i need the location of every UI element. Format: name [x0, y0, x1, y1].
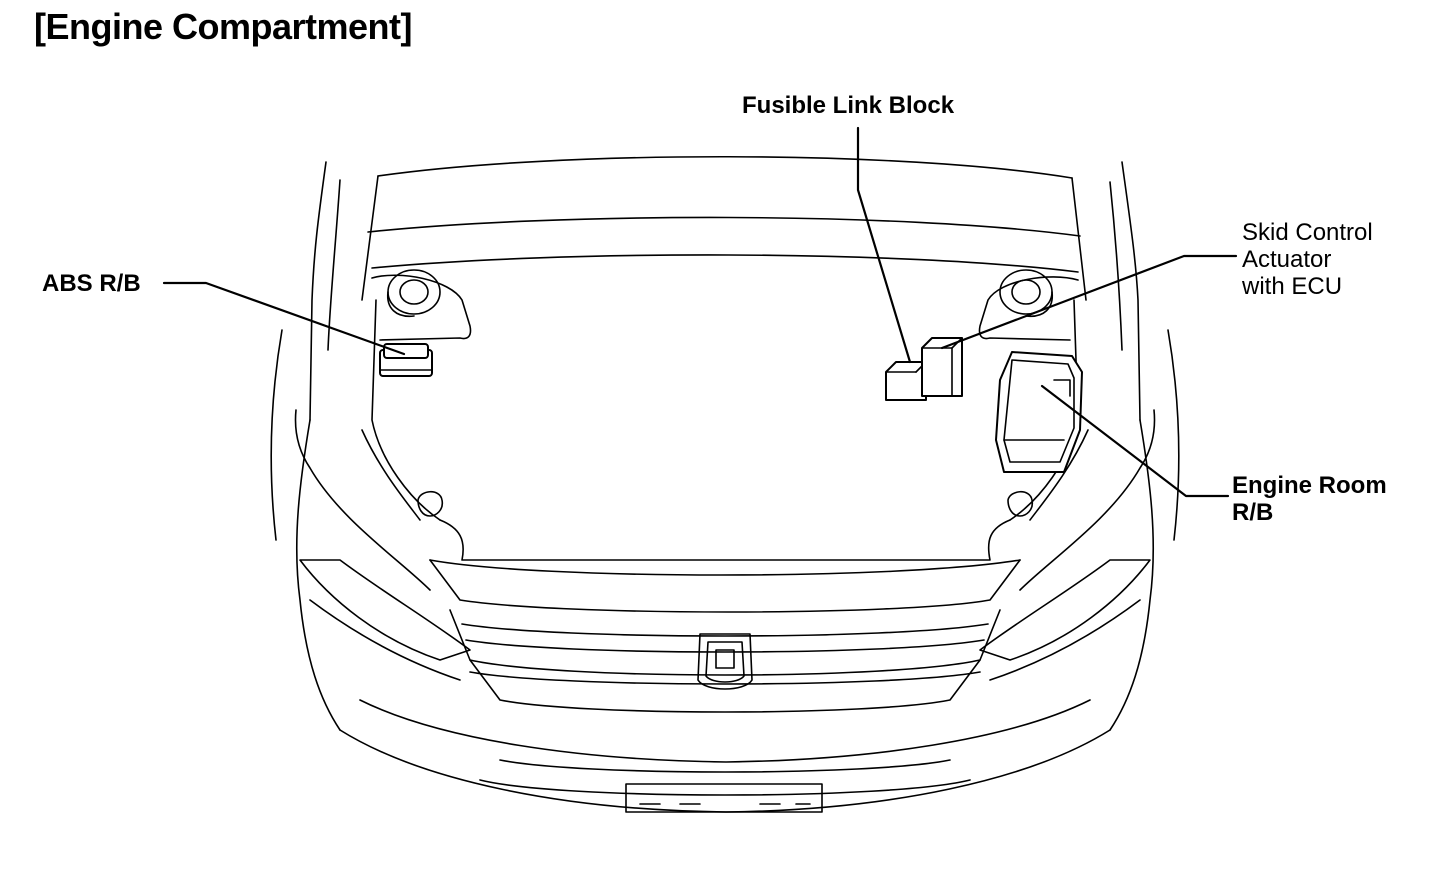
abs-rb-label: ABS R/B [42, 270, 141, 297]
skid-control-line-3: with ECU [1242, 273, 1343, 300]
engine-room-line-1: Engine Room [1232, 472, 1387, 499]
skid-control-line-1: Skid Control [1242, 219, 1373, 246]
skid-control-actuator-component [921, 337, 963, 397]
headlamps [299, 559, 1151, 681]
engine-room-line-2: R/B [1232, 499, 1274, 526]
leader-lines [162, 126, 1238, 498]
raised-hood [309, 155, 1141, 421]
engine-room-rb-label: Engine Room R/B [1232, 472, 1387, 526]
grille [429, 559, 1021, 713]
skid-control-line-2: Actuator [1242, 246, 1332, 273]
abs-rb-component [379, 343, 433, 377]
body-sides [270, 329, 1180, 731]
engine-bay [361, 269, 1089, 561]
skid-control-actuator-label: Skid Control Actuator with ECU [1242, 219, 1373, 300]
fusible-link-block-component [885, 361, 927, 401]
fusible-link-block-label: Fusible Link Block [742, 92, 955, 119]
page-title: [Engine Compartment] [34, 6, 413, 47]
engine-room-rb-component [995, 351, 1083, 473]
front-bumper [339, 699, 1111, 813]
